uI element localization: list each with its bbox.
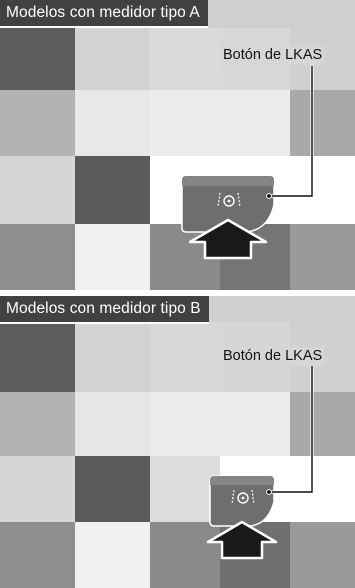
callout-label: Botón de LKAS	[220, 347, 325, 366]
background-mosaic	[0, 0, 355, 290]
meter-a-illustration	[0, 0, 355, 290]
section-title: Modelos con medidor tipo B	[0, 296, 209, 324]
section-title: Modelos con medidor tipo A	[0, 0, 208, 28]
push-arrow-icon	[188, 218, 268, 260]
background-mosaic	[0, 296, 355, 588]
callout-label: Botón de LKAS	[220, 46, 325, 65]
lkas-steering-icon	[231, 489, 255, 505]
lkas-button[interactable]	[209, 475, 275, 527]
lkas-steering-icon	[217, 192, 241, 208]
panel-meter-type-b: Modelos con medidor tipo B Botón de LKAS	[0, 296, 355, 588]
push-arrow-icon	[206, 520, 278, 560]
panel-meter-type-a: Modelos con medidor tipo A Botón de LKAS	[0, 0, 355, 290]
meter-b-illustration	[0, 296, 355, 588]
